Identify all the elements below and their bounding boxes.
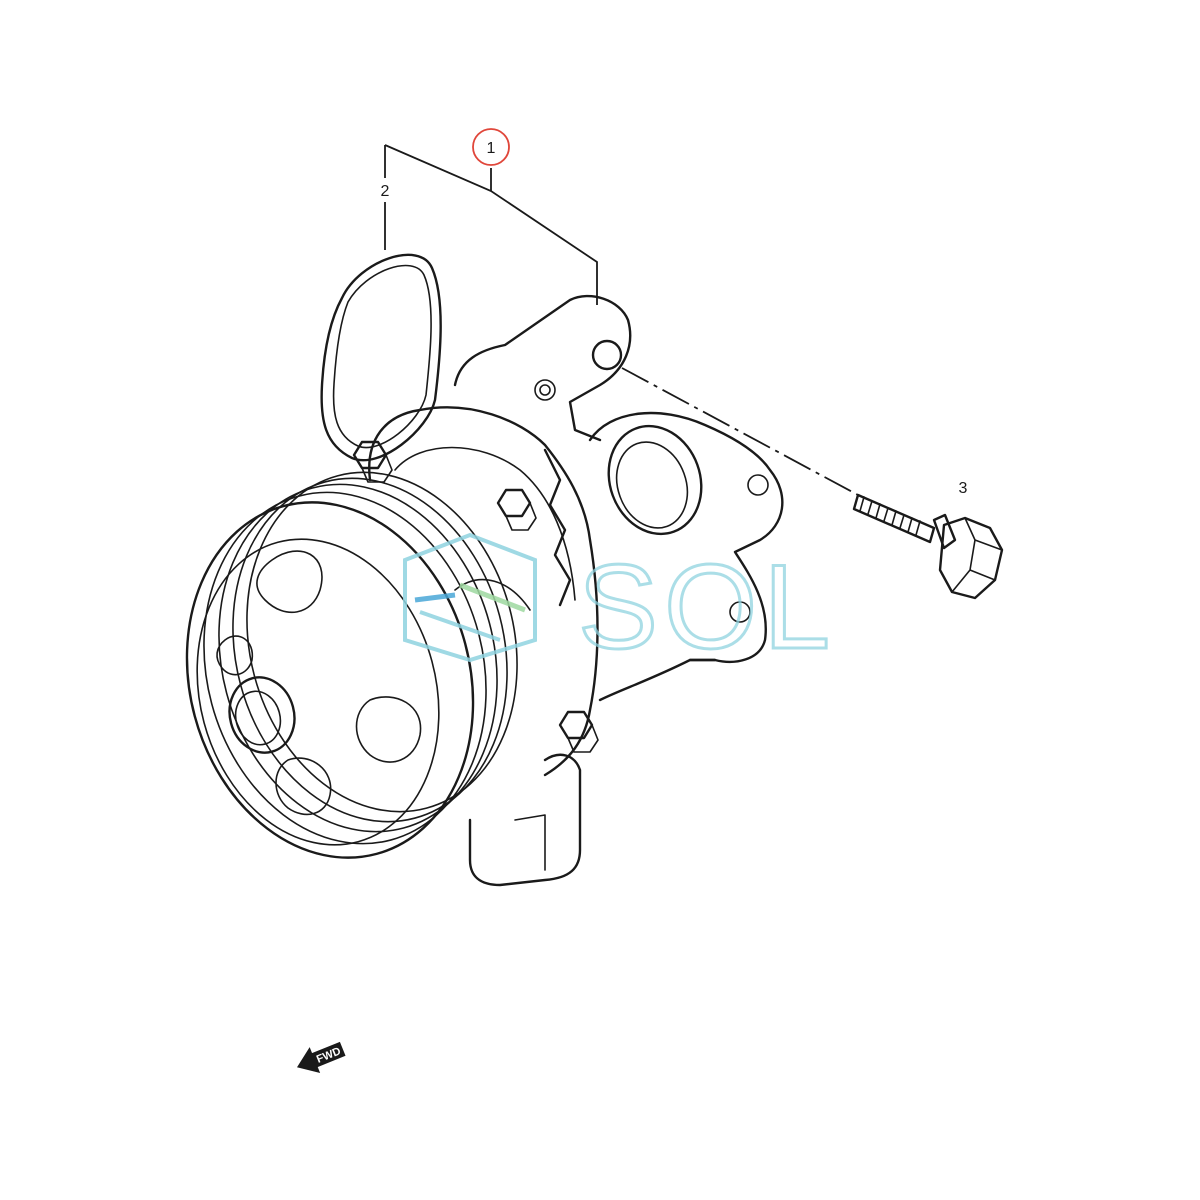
callout-1-highlight-circle (472, 128, 510, 166)
fwd-direction-arrow: FWD (296, 1041, 346, 1074)
leader-part-3 (621, 367, 859, 496)
housing-bolt-bottom (558, 710, 599, 753)
callout-1-label: 1 (487, 140, 496, 157)
o-ring-gasket (320, 253, 442, 462)
housing-bolt-middle (496, 488, 537, 531)
housing-bolt-top-left (352, 440, 393, 483)
watermark-logo (403, 532, 537, 663)
callout-2-label: 2 (381, 183, 390, 200)
watermark-text: SOL (578, 540, 836, 674)
callout-3-label: 3 (959, 480, 968, 497)
drive-pulley (185, 471, 518, 859)
pump-housing (368, 294, 784, 887)
leader-bracket-1-2 (384, 144, 598, 305)
fwd-label: FWD (315, 1045, 343, 1066)
flange-bolt (852, 493, 1004, 600)
